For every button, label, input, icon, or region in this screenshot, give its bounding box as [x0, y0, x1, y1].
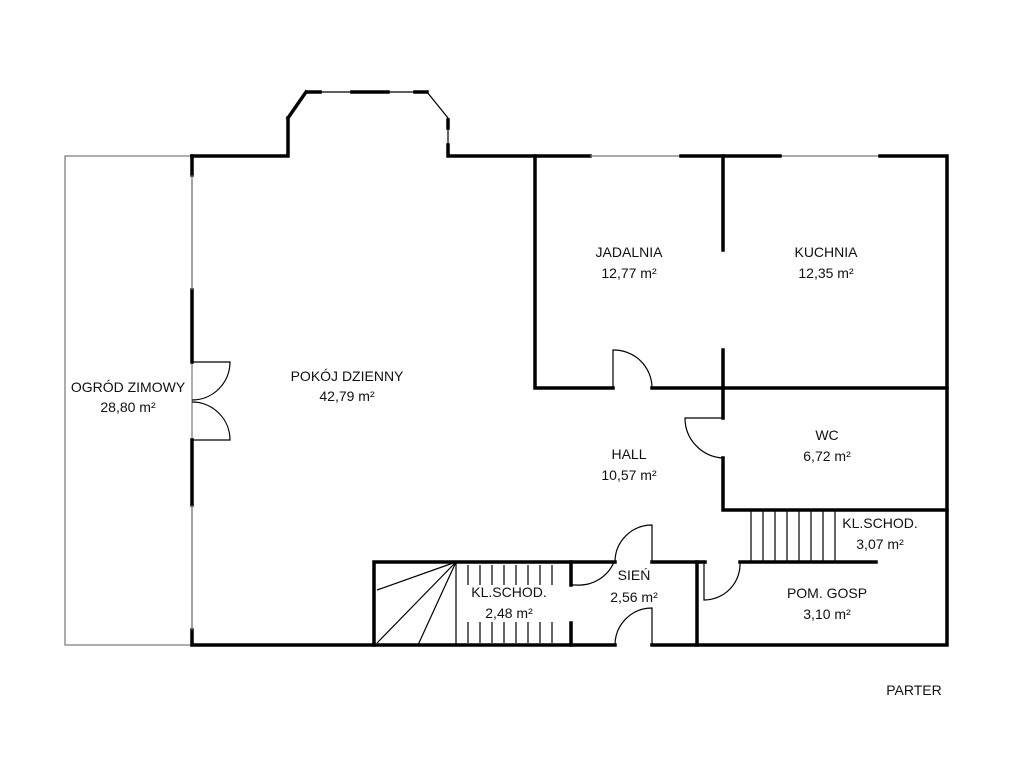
room-name: POKÓJ DZIENNY	[291, 368, 404, 384]
stair-door[interactable]	[571, 561, 615, 586]
front-door[interactable]	[614, 607, 653, 646]
exterior-walls	[190, 89, 949, 647]
room-area: 6,72 m²	[803, 448, 851, 464]
room-name: OGRÓD ZIMOWY	[71, 379, 186, 395]
room-area: 2,48 m²	[485, 605, 533, 621]
room-name: POM. GOSP	[787, 585, 867, 601]
room-area: 3,10 m²	[803, 606, 851, 622]
wc-door[interactable]	[684, 417, 724, 459]
room-name: KL.SCHOD.	[842, 515, 917, 531]
stairs-left	[376, 561, 553, 646]
room-name: HALL	[611, 446, 646, 462]
floor-label: PARTER	[886, 682, 942, 698]
room-area: 2,56 m²	[610, 589, 658, 605]
room-name: SIEŃ	[618, 567, 651, 583]
room-area: 10,57 m²	[601, 467, 657, 483]
room-area: 12,77 m²	[601, 265, 657, 281]
room-name: WC	[815, 427, 838, 443]
room-name: KUCHNIA	[794, 244, 858, 260]
room-labels: OGRÓD ZIMOWY 28,80 m² POKÓJ DZIENNY 42,7…	[71, 244, 942, 698]
room-area: 3,07 m²	[856, 536, 904, 552]
room-name: KL.SCHOD.	[471, 584, 546, 600]
room-area: 28,80 m²	[100, 399, 156, 415]
doors	[571, 349, 741, 646]
room-name: JADALNIA	[596, 244, 664, 260]
room-area: 42,79 m²	[319, 388, 375, 404]
stairs-right	[750, 510, 836, 562]
interior-walls	[372, 154, 949, 647]
utility-door[interactable]	[703, 561, 741, 601]
garden-double-door[interactable]	[191, 361, 231, 441]
dining-door[interactable]	[612, 349, 653, 389]
room-area: 12,35 m²	[798, 265, 854, 281]
vestibule-door[interactable]	[614, 524, 653, 563]
